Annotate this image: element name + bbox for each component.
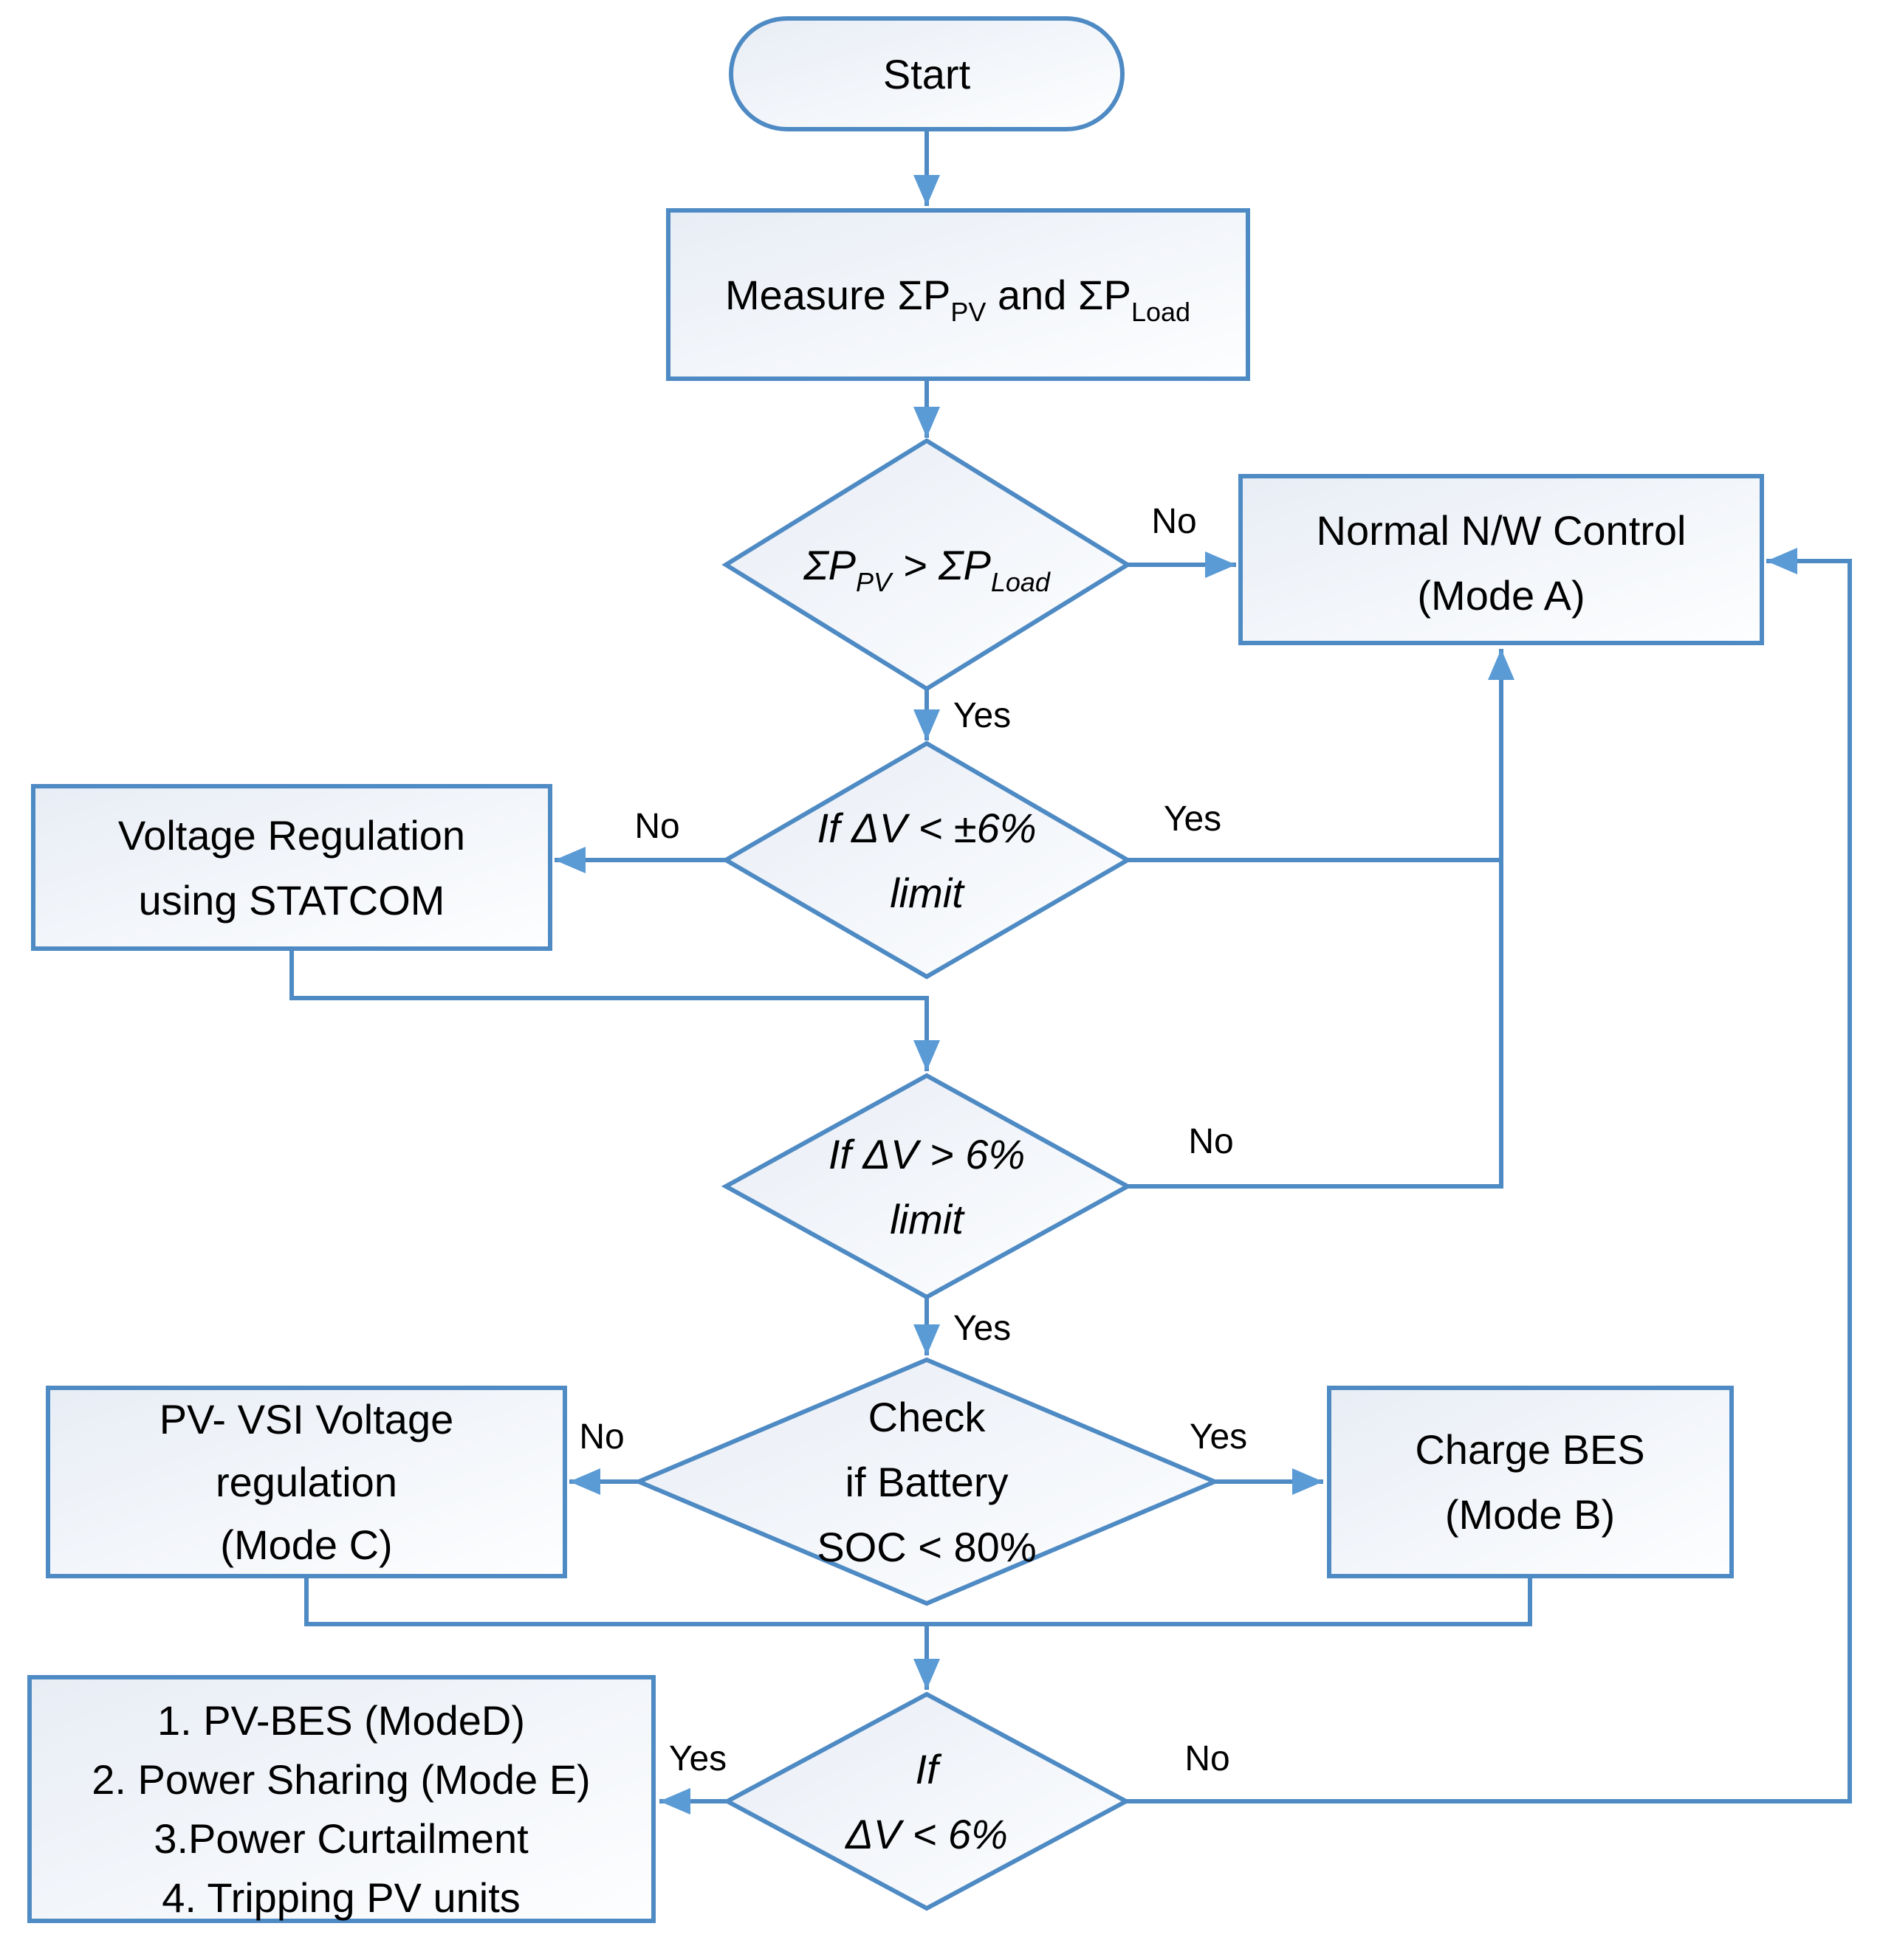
edge-label-d3-no: No (1188, 1122, 1233, 1161)
merge-elbow-modes (304, 1576, 1532, 1626)
actions-item-2: 2. Power Sharing (Mode E) (92, 1756, 590, 1803)
decision-dv-over-6pct-line2: limit (890, 1196, 965, 1242)
edge-label-d4-yes: Yes (1190, 1417, 1247, 1457)
decision-pv-vs-load: ΣPPV > ΣPLoad (721, 438, 1132, 692)
mode-c-node: PV- VSI Voltage regulation (Mode C) (46, 1386, 567, 1578)
measure-shape (666, 208, 1250, 381)
mode-c-label-line2: regulation (216, 1459, 397, 1505)
measure-label: Measure ΣPPV and ΣPLoad (725, 272, 1190, 327)
actions-item-3: 3.Power Curtailment (154, 1815, 529, 1862)
edge-label-d2-no: No (634, 807, 679, 846)
decision-dv-under-6pct-line1: If (915, 1746, 942, 1792)
mode-b-label-line1: Charge BES (1415, 1426, 1644, 1473)
decision-dv-over-6pct: If ΔV > 6% limit (721, 1073, 1133, 1300)
mode-a-label-line1: Normal N/W Control (1317, 507, 1687, 554)
mode-a-node: Normal N/W Control (Mode A) (1238, 474, 1764, 645)
actions-shape (27, 1675, 656, 1923)
decision-battery-soc-line2: if Battery (845, 1459, 1009, 1505)
mode-b-label-line2: (Mode B) (1445, 1491, 1615, 1538)
decision-dv-under-6pct-shape (722, 1691, 1131, 1911)
actions-item-1: 1. PV-BES (ModeD) (157, 1697, 525, 1744)
edge-label-d1-yes: Yes (953, 696, 1011, 735)
edge-label-d4-no: No (579, 1417, 624, 1457)
decision-battery-soc-shape (633, 1357, 1221, 1606)
mode-c-label-line1: PV- VSI Voltage (159, 1396, 453, 1443)
decision-battery-soc-line1: Check (868, 1394, 987, 1440)
statcom-label-line1: Voltage Regulation (118, 812, 465, 859)
start-node: Start (729, 16, 1125, 131)
measure-node: Measure ΣPPV and ΣPLoad (666, 208, 1250, 381)
decision-dv-within-6pct-line1: If ΔV < ±6% (817, 805, 1036, 851)
edge-d5-no-feedback (1126, 548, 1852, 1803)
edge-label-d3-yes: Yes (953, 1309, 1011, 1348)
mode-a-label-line2: (Mode A) (1417, 572, 1585, 619)
start-shape (729, 16, 1125, 131)
mode-c-label-line3: (Mode C) (220, 1521, 392, 1568)
edge-label-d5-no: No (1184, 1739, 1229, 1778)
mode-a-shape (1238, 474, 1764, 645)
decision-dv-over-6pct-shape (721, 1073, 1133, 1300)
edge-label-d2-yes: Yes (1164, 800, 1221, 839)
decision-dv-under-6pct: If ΔV < 6% (722, 1691, 1131, 1911)
decision-dv-within-6pct-shape (721, 740, 1132, 980)
statcom-shape (31, 784, 552, 951)
mode-b-node: Charge BES (Mode B) (1327, 1386, 1734, 1578)
actions-item-4: 4. Tripping PV units (162, 1874, 521, 1921)
edge-d3-no-riser-to-mode-a (1128, 649, 1514, 1189)
decision-battery-soc-line3: SOC < 80% (817, 1524, 1036, 1570)
mode-b-shape (1327, 1386, 1734, 1578)
actions-node: 1. PV-BES (ModeD) 2. Power Sharing (Mode… (27, 1675, 656, 1923)
decision-dv-under-6pct-line2: ΔV < 6% (844, 1811, 1008, 1857)
statcom-label-line2: using STATCOM (139, 877, 445, 924)
decision-dv-over-6pct-line1: If ΔV > 6% (828, 1131, 1025, 1177)
decision-pv-vs-load-shape (721, 438, 1132, 692)
statcom-node: Voltage Regulation using STATCOM (31, 784, 552, 951)
decision-battery-soc: Check if Battery SOC < 80% (633, 1357, 1221, 1606)
edge-label-d1-no: No (1151, 502, 1196, 541)
decision-pv-vs-load-label: ΣPPV > ΣPLoad (803, 542, 1051, 597)
decision-dv-within-6pct: If ΔV < ±6% limit (721, 740, 1132, 980)
mode-c-shape (46, 1386, 567, 1578)
decision-dv-within-6pct-line2: limit (890, 870, 965, 916)
start-label: Start (883, 51, 971, 97)
edge-label-d5-yes: Yes (669, 1739, 727, 1778)
elbow-statcom-d3 (289, 949, 940, 1071)
